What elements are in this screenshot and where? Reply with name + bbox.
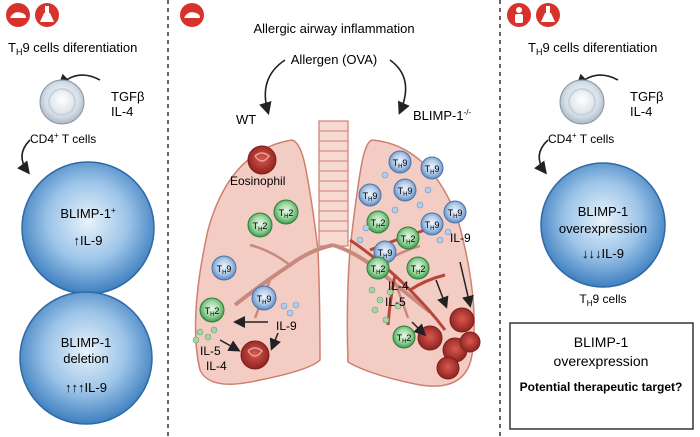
th2-cell-wt-3 [199,297,225,323]
wt-label: WT [236,112,256,127]
box-title: BLIMP-1 [574,334,629,350]
th2-cell-ko-3 [406,256,430,280]
il9-arrow-ko-2 [435,279,449,309]
right-circle-subtitle: overexpression [559,221,647,236]
left-circle1-title: BLIMP-1+ [60,206,116,221]
th9-cell-ko-4 [393,178,417,202]
th9-cell-ko-1-label: TH9 [393,158,408,170]
box-question: Potential therapeutic target? [520,380,683,394]
cytokine-dots-wt [192,326,218,344]
th2-cell-ko-5-label: TH2 [397,333,412,345]
mouse-badge-icon [6,3,30,27]
th9-cell-ko-3-label: TH9 [363,191,378,203]
eosinophil-label: Eosinophil [230,174,285,188]
center-title: Allergic airway inflammation [253,21,414,36]
right-cd4-label: CD4+ T cells [548,131,614,146]
left-circle2-subtitle: deletion [63,351,109,366]
il5-arrow-wt [219,339,241,352]
th9-cell-wt-2-label: TH9 [257,294,272,306]
trachea [318,120,349,247]
left-cd4-cell [39,79,85,125]
right-human-badge-icon [507,3,531,27]
cytokine-dots-ko-blue [356,171,452,244]
th2-cell-wt-1 [247,212,273,238]
th2-cell-wt-2-label: TH2 [279,208,294,220]
right-down-arrow [534,139,549,175]
cytokine-dots-wt-blue [280,301,300,317]
il5-arrow-ko [411,321,427,337]
th9-cell-ko-4-label: TH9 [398,186,413,198]
il4-label-wt: IL-4 [206,359,227,373]
left-cd4-label: CD4+ T cells [30,131,96,146]
th9-cell-ko-7-label: TH9 [378,248,393,260]
th9-cell-ko-2-label: TH9 [425,164,440,176]
left-blimp1-deletion-cell [19,291,153,425]
right-blimp1-overexpression-cell [540,162,666,288]
il5-label-wt: IL-5 [200,344,221,358]
th2-cell-ko-3-label: TH2 [411,264,426,276]
il9-label-wt: IL-9 [276,319,297,333]
th2-cell-ko-4-label: TH2 [371,264,386,276]
il9-arrow-wt-2 [269,332,281,351]
th9-cell-wt-2 [251,285,277,311]
eosinophil-ko-group [417,307,481,380]
left-circle2-title: BLIMP-1 [61,335,112,350]
center-mouse-badge-icon [180,3,204,27]
box-subtitle: overexpression [554,353,649,369]
right-organ-badge-icon [536,3,560,27]
th2-cell-ko-2 [396,226,420,250]
left-cytokine-2: IL-4 [111,104,133,119]
right-cytokine-2: IL-4 [630,104,652,119]
th2-cell-ko-4 [366,256,390,280]
th9-cell-ko-5 [443,200,467,224]
left-cytokine-1: TGFβ [111,89,144,104]
th9-cell-ko-2 [420,156,444,180]
ko-label: BLIMP-1-/- [413,108,471,123]
right-circle-il9: ↓↓↓IL-9 [582,246,624,261]
left-down-arrow [17,139,31,175]
th2-cell-wt-1-label: TH2 [253,221,268,233]
th9-cell-ko-6-label: TH9 [425,220,440,232]
allergen-arrow-left [259,59,286,116]
il9-arrow-ko [459,261,474,308]
th2-cell-ko-1-label: TH2 [371,218,386,230]
left-circle1-il9: ↑IL-9 [74,233,103,248]
th2-cell-ko-2-label: TH2 [401,234,416,246]
human-badge-icon [35,3,59,27]
th9-cell-ko-3 [358,183,382,207]
therapeutic-target-box [509,322,694,430]
right-circle-title: BLIMP-1 [578,204,629,219]
left-blimp1-plus-cell [21,161,155,295]
left-heading: TH9 cells diferentiation [8,40,137,57]
right-th9-label: TH9 cells [579,292,626,308]
th9-cell-ko-6 [420,212,444,236]
left-circle2-il9: ↑↑↑IL-9 [65,380,107,395]
th2-cell-ko-1 [366,210,390,234]
eosinophil-wt-2 [240,340,270,370]
th2-cell-wt-2 [273,199,299,225]
right-cd4-cell [559,79,605,125]
allergen-label: Allergen (OVA) [291,52,377,67]
right-heading: TH9 cells diferentiation [528,40,657,57]
right-cytokine-1: TGFβ [630,89,663,104]
eosinophil-wt-1 [247,145,277,175]
th2-cell-wt-3-label: TH2 [205,306,220,318]
cytokine-dots-ko-green [368,286,402,324]
il5-label-ko: IL-5 [385,295,406,309]
il4-label-ko: IL-4 [388,279,409,293]
th9-cell-wt-1-label: TH9 [217,264,232,276]
il9-label-ko: IL-9 [450,231,471,245]
th9-cell-ko-5-label: TH9 [448,208,463,220]
th9-cell-ko-1 [388,150,412,174]
th2-cell-ko-5 [392,325,416,349]
th9-cell-wt-1 [211,255,237,281]
allergen-arrow-right [389,59,410,115]
